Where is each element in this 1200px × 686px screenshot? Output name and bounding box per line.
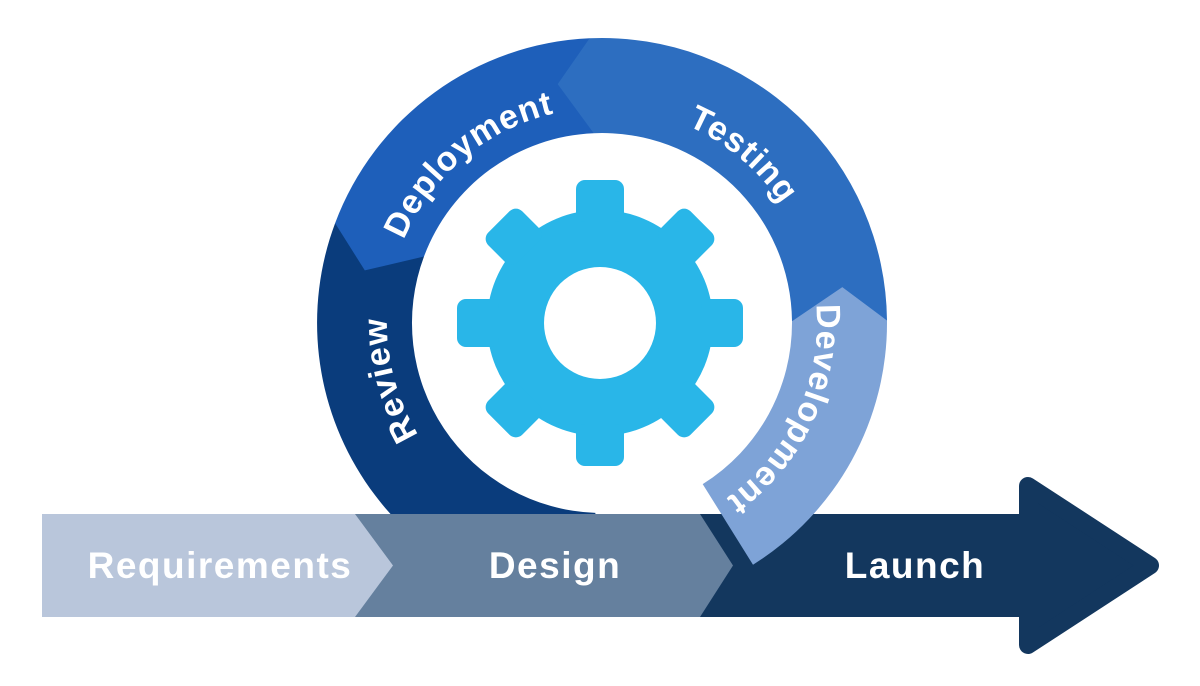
gear-icon: [457, 180, 743, 466]
gear-hole: [544, 267, 656, 379]
cycle-segment-deployment: [335, 38, 594, 271]
flow-label-requirements: Requirements: [88, 545, 353, 586]
flow-label-launch: Launch: [845, 545, 986, 586]
flow-segment-design: [355, 514, 733, 617]
cycle-segment-development: [702, 287, 888, 565]
cycle-segment-testing: [557, 38, 887, 322]
cycle-segment-review: [317, 223, 596, 608]
launch-arrowhead: [1019, 477, 1159, 654]
flow-segment-requirements: [42, 514, 393, 617]
flow-label-design: Design: [489, 545, 621, 586]
